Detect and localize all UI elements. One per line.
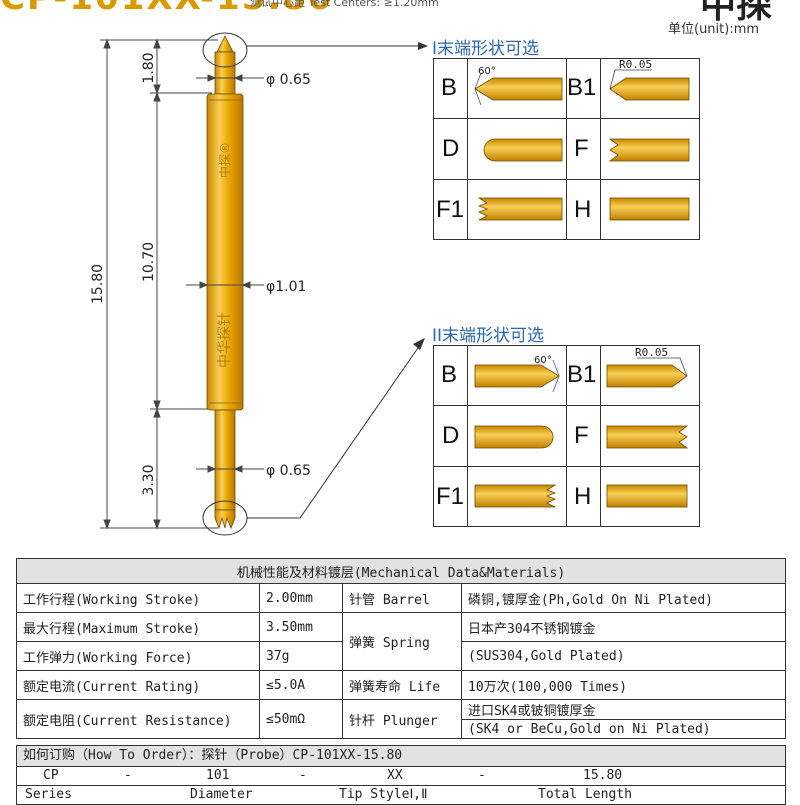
- bottom-plunger: [214, 409, 236, 530]
- top-plunger: [214, 35, 236, 95]
- spec-label: 工作弹力(Working Force): [16, 641, 260, 671]
- tip-options-1-label: I末端形状可选: [432, 39, 540, 59]
- spec-value: 2.00mm: [259, 583, 343, 613]
- order-name: Series: [25, 787, 72, 802]
- tip2-code-h: H: [574, 483, 592, 510]
- dimension-lines: [103, 38, 161, 530]
- dim-tip1-length: 1.80: [141, 52, 157, 83]
- order-code: XX: [387, 768, 403, 783]
- order-title: 如何订购（How To Order）：探针（Probe）CP-101XX-15.…: [16, 745, 786, 767]
- product-title: CP-101XX-15.80: [0, 0, 334, 18]
- how-to-order: 如何订购（How To Order）：探针（Probe）CP-101XX-15.…: [16, 745, 786, 805]
- barrel-watermark-top: 中探®: [217, 142, 232, 178]
- dim-barrel-length: 10.70: [141, 242, 157, 282]
- detail-leaders: [202, 32, 421, 536]
- spec-material-label: 弹簧寿命 Life: [342, 670, 462, 700]
- tip1-code-d: D: [442, 135, 460, 162]
- unit-label: 单位(unit):mm: [668, 22, 760, 37]
- spec-value: 37g: [259, 641, 343, 671]
- dim-tip2-dia: φ 0.65: [266, 463, 311, 479]
- barrel-watermark-mid: 中华探针: [217, 312, 233, 368]
- brand-logo-text: 中探: [700, 0, 773, 26]
- tip2-code-d: D: [442, 422, 460, 449]
- order-code: -: [299, 768, 307, 783]
- order-name: Diameter: [190, 787, 253, 802]
- tip2-b-angle: 60°: [534, 355, 552, 366]
- tip2-b1-radius: R0.05: [635, 346, 668, 359]
- spec-material-label: 弹簧 Spring: [342, 612, 462, 671]
- order-code: -: [124, 768, 132, 783]
- order-code: 101: [206, 768, 230, 783]
- tip1-shapes: 60° R0.05: [474, 58, 690, 221]
- leader-arrows: [413, 42, 428, 350]
- spec-material-value: 10万次(100,000 Times): [461, 670, 786, 700]
- tip1-code-b: B: [441, 74, 458, 101]
- spec-label: 最大行程(Maximum Stroke): [16, 612, 260, 642]
- spec-label: 额定电阻(Current Resistance): [16, 699, 260, 739]
- order-code: -: [478, 768, 486, 783]
- spec-material-value: 日本产304不锈钢镀金: [461, 612, 786, 642]
- dim-total-length: 15.80: [90, 264, 106, 304]
- spec-material-value: 磷铜,镀厚金(Ph,Gold On Ni Plated): [461, 583, 786, 613]
- tip1-b1-radius: R0.05: [619, 58, 652, 71]
- spec-material-value-2: (SUS304,Gold Plated): [461, 641, 786, 671]
- tip1-code-b1: B1: [567, 74, 597, 101]
- spec-material-label: 针杆 Plunger: [342, 699, 462, 739]
- tip2-shapes: 60° R0.05: [474, 346, 689, 508]
- spec-value: 3.50mm: [259, 612, 343, 642]
- tip1-b-angle: 60°: [478, 66, 496, 77]
- diameter-callouts: [186, 74, 264, 473]
- tip1-code-f1: F1: [436, 196, 465, 223]
- dim-barrel-dia: φ1.01: [266, 279, 306, 295]
- tip2-code-f: F: [574, 422, 589, 449]
- spec-label: 工作行程(Working Stroke): [16, 583, 260, 613]
- order-name: Tip StyleⅠ,Ⅱ: [339, 787, 428, 802]
- order-code: CP: [43, 768, 59, 783]
- tip2-code-b: B: [441, 361, 458, 388]
- spec-material-value: 进口SK4或铍铜镀厚金: [461, 699, 786, 720]
- tip-options-2-label: II末端形状可选: [432, 326, 545, 346]
- tip2-code-b1: B1: [567, 361, 597, 388]
- spec-label: 额定电流(Current Rating): [16, 670, 260, 700]
- dim-tip2-length: 3.30: [141, 464, 157, 495]
- mechanical-heading: 机械性能及材料镀层(Mechanical Data&Materials): [16, 558, 786, 584]
- spec-material-label: 针管 Barrel: [342, 583, 462, 613]
- mechanical-data-table: 机械性能及材料镀层(Mechanical Data&Materials) 工作行…: [16, 558, 786, 739]
- test-centers-note: 测试中心距 Test Centers: ≥1.20mm: [250, 0, 439, 9]
- order-code: 15.80: [583, 768, 623, 783]
- tip1-code-h: H: [574, 196, 592, 223]
- spec-value: ≤50mΩ: [259, 699, 343, 739]
- order-name: Total Length: [538, 787, 632, 802]
- spec-value: ≤5.0A: [259, 670, 343, 700]
- order-codes-row: CP - 101 - XX - 15.80: [16, 767, 786, 786]
- spec-material-value-2: (SK4 or BeCu,Gold on Ni Plated): [461, 719, 786, 739]
- extension-lines: [100, 39, 218, 529]
- dim-tip1-dia: φ 0.65: [266, 72, 311, 88]
- tip2-code-f1: F1: [436, 483, 465, 510]
- tip1-code-f: F: [574, 135, 589, 162]
- order-names-row: Series Diameter Tip StyleⅠ,Ⅱ Total Lengt…: [16, 786, 786, 805]
- probe-drawing: 中探® 中华探针 φ 0.65 φ1.01 φ 0.65 15.80 1.80 …: [90, 32, 428, 536]
